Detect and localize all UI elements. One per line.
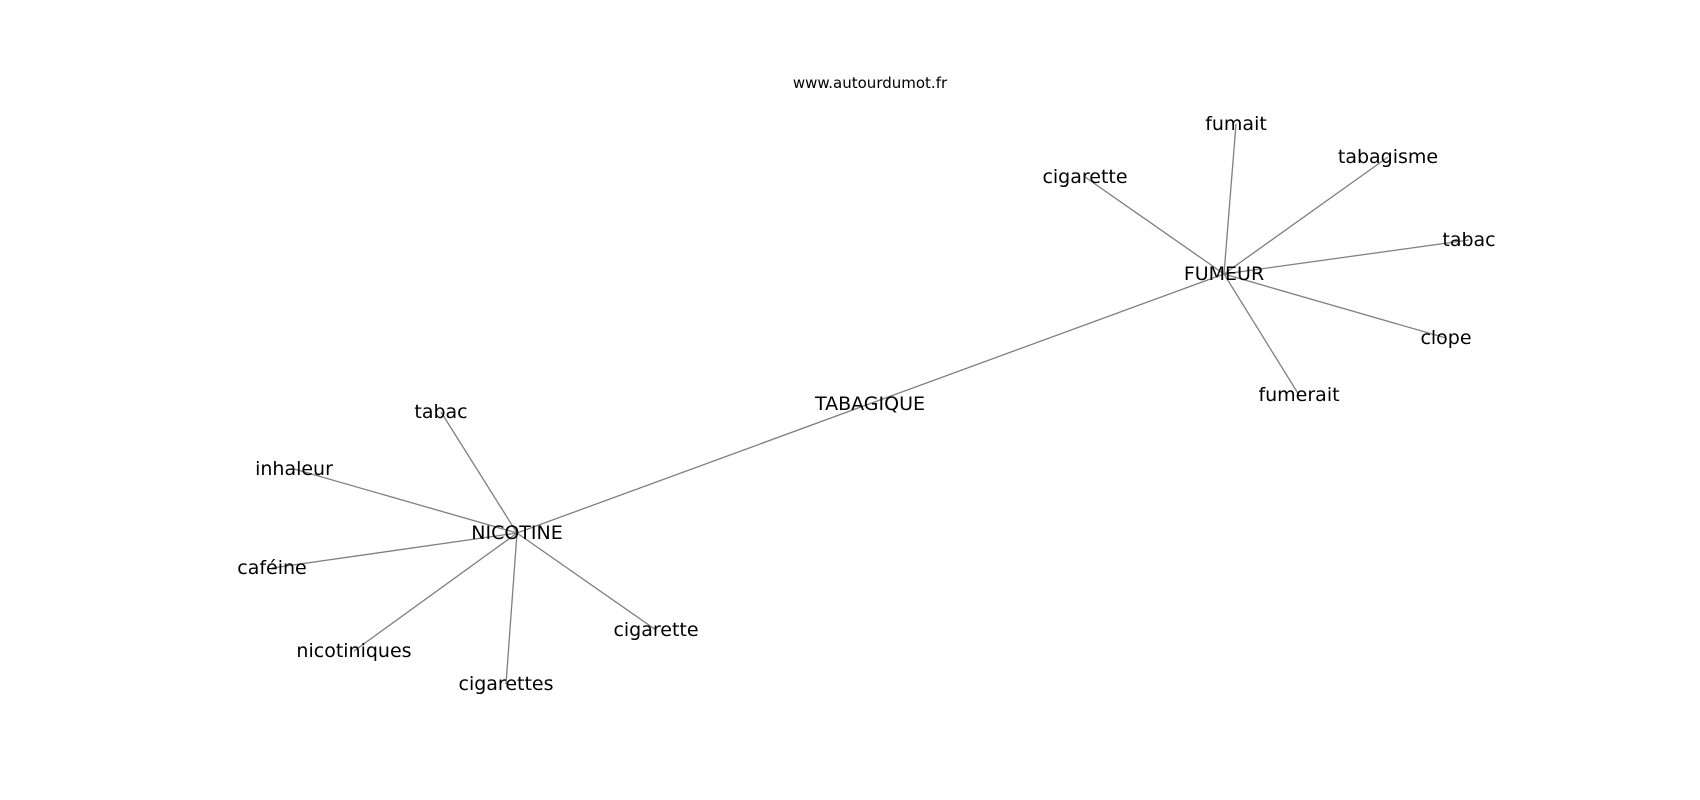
edge-fumeur-f_tabagisme: [1223, 156, 1389, 275]
node-label-f_fumerait[interactable]: fumerait: [1258, 384, 1339, 406]
site-watermark[interactable]: www.autourdumot.fr: [793, 74, 948, 92]
edge-nicotine-n_cigarettes: [505, 532, 518, 685]
node-label-n_nicotiniques[interactable]: nicotiniques: [296, 640, 411, 662]
edge-nicotine-n_tabac: [440, 411, 518, 534]
edge-nicotine-n_nicotiniques: [353, 532, 518, 652]
node-label-tabagique[interactable]: TABAGIQUE: [814, 393, 925, 415]
node-layer: TABAGIQUE FUMEUR NICOTINE fumait tabagisme ci…: [237, 113, 1495, 695]
node-label-f_cigarette[interactable]: cigarette: [1042, 166, 1127, 188]
edge-fumeur-f_cigarette: [1084, 176, 1225, 275]
edge-fumeur-f_fumerait: [1223, 273, 1300, 396]
edge-fumeur-f_clope: [1223, 273, 1447, 339]
node-label-n_tabac[interactable]: tabac: [414, 401, 467, 423]
node-label-fumeur[interactable]: FUMEUR: [1184, 263, 1264, 285]
edge-nicotine-n_inhaleur: [293, 468, 518, 534]
node-label-f_fumait[interactable]: fumait: [1205, 113, 1267, 135]
edge-fumeur-f_fumait: [1223, 123, 1237, 275]
node-label-n_cigarettes[interactable]: cigarettes: [459, 673, 554, 695]
node-label-n_cafeine[interactable]: caféine: [237, 557, 306, 579]
node-label-n_inhaleur[interactable]: inhaleur: [255, 458, 333, 480]
edge-fumeur-f_tabac: [1223, 239, 1470, 275]
node-label-n_cigarette[interactable]: cigarette: [613, 619, 698, 641]
edge-nicotine-n_cafeine: [271, 532, 518, 569]
edge-layer: [271, 123, 1470, 685]
node-label-nicotine[interactable]: NICOTINE: [471, 522, 562, 544]
node-label-f_clope[interactable]: clope: [1420, 327, 1471, 349]
node-label-f_tabagisme[interactable]: tabagisme: [1338, 146, 1438, 168]
node-label-f_tabac[interactable]: tabac: [1442, 229, 1495, 251]
edge-nicotine-n_cigarette: [516, 532, 657, 631]
edge-nicotine-fumeur: [516, 273, 1225, 534]
